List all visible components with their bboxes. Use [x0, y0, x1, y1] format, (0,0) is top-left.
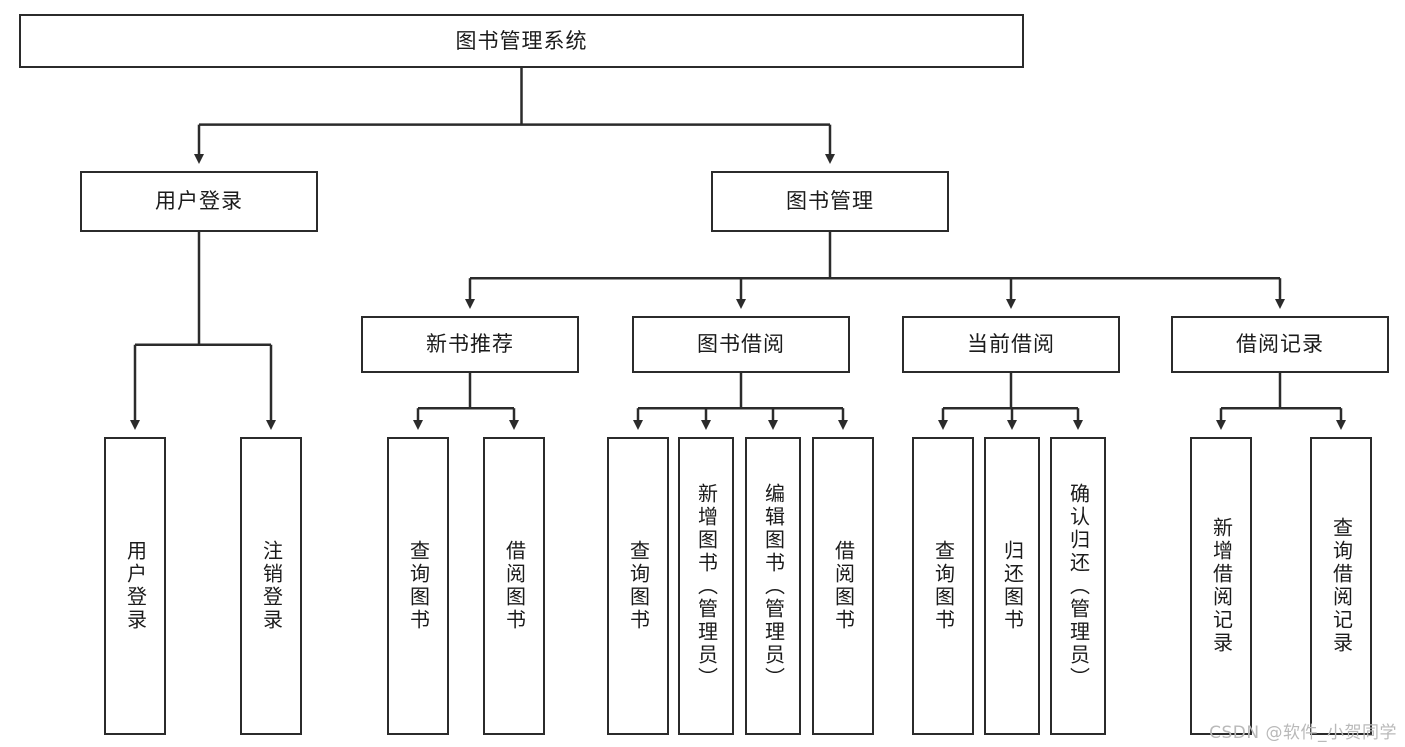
node-label: 编辑图书（管理员） — [761, 482, 786, 690]
node-leaf-user-logout[interactable]: 注销登录 — [240, 437, 302, 735]
node-leaf-query-book-3[interactable]: 查询图书 — [912, 437, 974, 735]
node-label: 确认归还（管理员） — [1066, 482, 1091, 690]
node-label: 借阅图书 — [831, 540, 856, 632]
node-label: 新书推荐 — [426, 332, 514, 357]
node-leaf-edit-book-admin[interactable]: 编辑图书（管理员） — [745, 437, 801, 735]
node-label: 查询图书 — [626, 540, 651, 632]
node-label: 图书借阅 — [697, 332, 785, 357]
node-book-borrow[interactable]: 图书借阅 — [632, 316, 850, 373]
node-label: 新增借阅记录 — [1209, 517, 1234, 655]
node-label: 图书管理系统 — [455, 28, 588, 53]
node-leaf-query-borrow-record[interactable]: 查询借阅记录 — [1310, 437, 1372, 735]
node-leaf-return-book[interactable]: 归还图书 — [984, 437, 1040, 735]
node-leaf-add-book-admin[interactable]: 新增图书（管理员） — [678, 437, 734, 735]
node-label: 用户登录 — [123, 540, 148, 632]
node-book-management[interactable]: 图书管理 — [711, 171, 949, 232]
node-label: 查询图书 — [931, 540, 956, 632]
node-root[interactable]: 图书管理系统 — [19, 14, 1024, 68]
node-label: 查询借阅记录 — [1329, 517, 1354, 655]
node-leaf-borrow-book-1[interactable]: 借阅图书 — [483, 437, 545, 735]
node-current-borrow[interactable]: 当前借阅 — [902, 316, 1120, 373]
node-label: 当前借阅 — [967, 332, 1055, 357]
node-label: 用户登录 — [155, 189, 243, 214]
node-label: 图书管理 — [786, 189, 874, 214]
node-label: 借阅记录 — [1236, 332, 1324, 357]
node-leaf-user-login[interactable]: 用户登录 — [104, 437, 166, 735]
node-label: 新增图书（管理员） — [694, 482, 719, 690]
node-leaf-borrow-book-2[interactable]: 借阅图书 — [812, 437, 874, 735]
node-new-book-recommend[interactable]: 新书推荐 — [361, 316, 579, 373]
node-label: 归还图书 — [1000, 540, 1025, 632]
node-leaf-add-borrow-record[interactable]: 新增借阅记录 — [1190, 437, 1252, 735]
node-label: 注销登录 — [259, 540, 284, 632]
node-user-login[interactable]: 用户登录 — [80, 171, 318, 232]
node-borrow-record[interactable]: 借阅记录 — [1171, 316, 1389, 373]
node-leaf-query-book-2[interactable]: 查询图书 — [607, 437, 669, 735]
node-label: 借阅图书 — [502, 540, 527, 632]
node-leaf-query-book-1[interactable]: 查询图书 — [387, 437, 449, 735]
node-label: 查询图书 — [406, 540, 431, 632]
node-leaf-confirm-return-admin[interactable]: 确认归还（管理员） — [1050, 437, 1106, 735]
watermark-credit: CSDN @软件_小贺同学 — [1209, 723, 1397, 743]
